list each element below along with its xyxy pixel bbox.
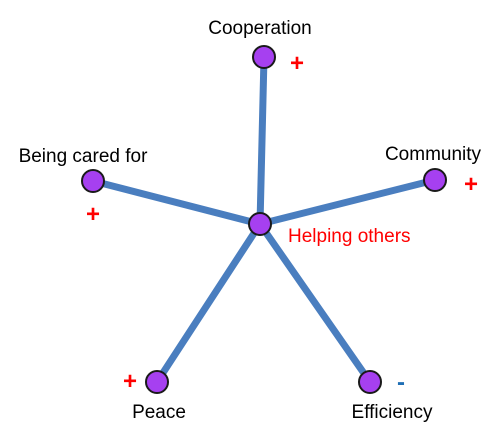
labels-group: Helping others Cooperation Being cared f… (19, 18, 482, 423)
edge-being-cared-for (89, 177, 264, 228)
edge-cooperation (256, 53, 268, 228)
edge-efficiency (256, 220, 374, 386)
nodes-group (81, 45, 447, 394)
node-cooperation (252, 45, 276, 69)
node-label-cooperation: Cooperation (208, 18, 312, 39)
node-efficiency (358, 370, 382, 394)
edges-group (89, 53, 439, 386)
sign-cooperation: + (290, 50, 304, 77)
node-label-being-cared-for: Being cared for (19, 146, 149, 167)
node-community (423, 168, 447, 192)
sign-peace: + (123, 368, 137, 395)
sign-efficiency: - (397, 369, 405, 396)
sign-community: + (464, 171, 478, 198)
node-label-efficiency: Efficiency (352, 402, 433, 423)
node-center (248, 212, 272, 236)
node-label-peace: Peace (132, 402, 186, 423)
node-being-cared-for (81, 169, 105, 193)
node-label-community: Community (385, 144, 482, 165)
edge-peace (153, 220, 264, 386)
sign-being-cared-for: + (86, 201, 100, 228)
node-peace (145, 370, 169, 394)
center-label: Helping others (288, 226, 411, 247)
edge-community (256, 176, 439, 228)
